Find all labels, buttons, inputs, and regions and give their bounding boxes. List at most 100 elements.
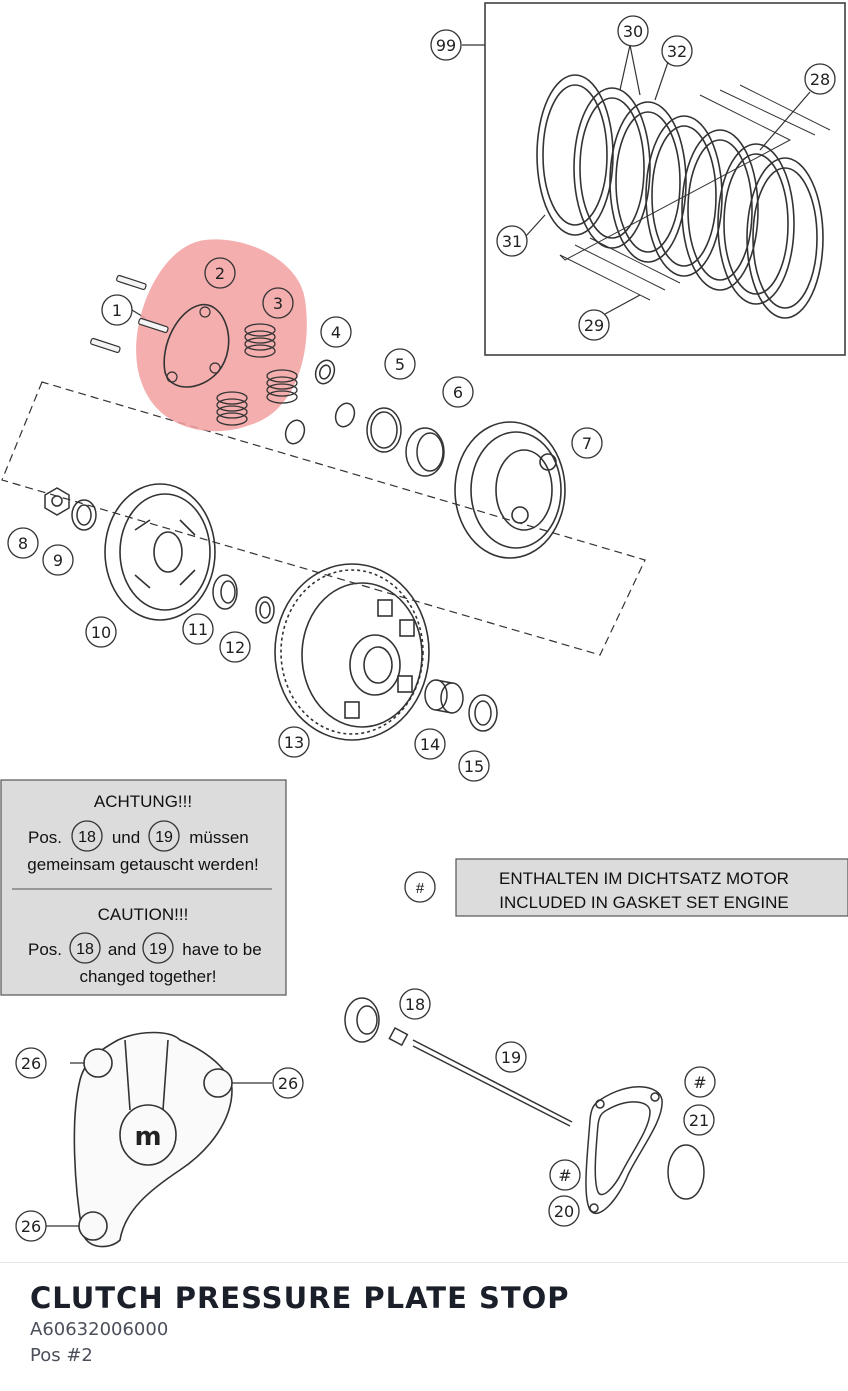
- warning-pos-de: Pos.: [28, 828, 62, 847]
- callout-circle: [548, 1195, 580, 1227]
- part-name: CLUTCH PRESSURE PLATE STOP: [30, 1281, 570, 1315]
- callout-number: 15: [464, 757, 484, 776]
- callout-circle: [684, 1066, 716, 1098]
- warning-ref-a-de: 18: [78, 829, 96, 846]
- warning-ref-b-de: 19: [155, 829, 173, 846]
- callout-circle: [7, 527, 39, 559]
- callout-circle: [495, 1041, 527, 1073]
- callout-number: 32: [667, 42, 687, 61]
- callout-number: 12: [225, 638, 245, 657]
- callout-number: 6: [453, 383, 463, 402]
- callout-number: 3: [273, 294, 283, 313]
- callout-circle: [683, 1104, 715, 1136]
- callout-circle: [414, 728, 446, 760]
- callout-circle: [442, 376, 474, 408]
- cover-logo: m: [134, 1122, 161, 1152]
- highlighted-part-region: [136, 239, 307, 432]
- callout-number: 2: [215, 264, 225, 283]
- callout-circle: [458, 750, 490, 782]
- part-position: Pos #2: [30, 1345, 93, 1366]
- callout-number: 20: [554, 1202, 574, 1221]
- callout-circle: [571, 427, 603, 459]
- callout-number: #: [693, 1073, 706, 1092]
- callout-circle: [262, 287, 294, 319]
- assembly-dashed-outline: [1, 381, 646, 656]
- exploded-parts-diagram: m 12345678910111213141518192021262626282…: [0, 2, 848, 1248]
- callout-number: 5: [395, 355, 405, 374]
- warning-conj-en: and: [108, 940, 136, 959]
- outer-clutch-basket: [274, 563, 430, 741]
- callout-number: 7: [582, 434, 592, 453]
- clutch-disc-pack-inset: [484, 2, 846, 356]
- callout-number: 1: [112, 301, 122, 320]
- part-info-footer: CLUTCH PRESSURE PLATE STOP A60632006000 …: [0, 1262, 848, 1391]
- callout-circle: [278, 726, 310, 758]
- callout-number: 19: [501, 1048, 521, 1067]
- springs-pos-3: [216, 323, 298, 426]
- leader-lines: [46, 44, 811, 1227]
- callout-circle: [804, 63, 836, 95]
- warning-text: ACHTUNG!!! Pos. 18 und 19 müssen gemeins…: [27, 792, 261, 986]
- callout-number: 99: [436, 36, 456, 55]
- callout-number: 14: [420, 735, 440, 754]
- nut-and-washer: [44, 487, 97, 531]
- callout-circle: [182, 613, 214, 645]
- callout-circle: [85, 616, 117, 648]
- warning-ref-b-en: 19: [149, 941, 167, 958]
- callout-circle: [399, 988, 431, 1020]
- bushing-and-washer: [424, 679, 498, 732]
- callout-number: 8: [18, 534, 28, 553]
- callout-number: 26: [21, 1217, 41, 1236]
- gasket-note-line1: ENTHALTEN IM DICHTSATZ MOTOR: [499, 869, 789, 888]
- callout-circle: [15, 1047, 47, 1079]
- clutch-cover: [73, 1031, 233, 1248]
- callout-number: 26: [21, 1054, 41, 1073]
- callout-number: 26: [278, 1074, 298, 1093]
- callout-number: 10: [91, 623, 111, 642]
- warning-tail-de: müssen: [189, 828, 249, 847]
- gasket-note-marker: #: [416, 880, 425, 897]
- callout-circle: [101, 294, 133, 326]
- callout-circle: [15, 1210, 47, 1242]
- warning-line2-de: gemeinsam getauscht werden!: [27, 855, 259, 874]
- callout-circle: [549, 1159, 581, 1191]
- callout-circle: [617, 15, 649, 47]
- callout-circle: [661, 35, 693, 67]
- warning-conj-de: und: [112, 828, 140, 847]
- warning-pos-en: Pos.: [28, 940, 62, 959]
- callout-circle: [578, 309, 610, 341]
- callout-number: 28: [810, 70, 830, 89]
- callout-number: 31: [502, 232, 522, 251]
- callout-number: 13: [284, 733, 304, 752]
- callout-circle: [272, 1067, 304, 1099]
- callout-circle: [320, 316, 352, 348]
- callout-circle: [384, 348, 416, 380]
- callout-number: 4: [331, 323, 341, 342]
- pressure-plate: [104, 483, 216, 621]
- warning-line2-en: changed together!: [79, 967, 216, 986]
- warning-tail-en: have to be: [182, 940, 261, 959]
- callout-circle: [430, 29, 462, 61]
- bolts-pos-1: [90, 274, 169, 354]
- callout-number: 18: [405, 995, 425, 1014]
- release-bearing-and-pushrod: [344, 997, 573, 1127]
- bearings: [212, 574, 275, 624]
- callout-number: 9: [53, 551, 63, 570]
- small-parts: [284, 359, 445, 477]
- callout-number: #: [558, 1166, 571, 1185]
- gasket-note: # ENTHALTEN IM DICHTSATZ MOTOR INCLUDED …: [404, 869, 789, 912]
- callout-circle: [496, 225, 528, 257]
- warning-ref-a-en: 18: [76, 941, 94, 958]
- gasket-and-oring: [585, 1086, 705, 1215]
- warning-box: [0, 779, 287, 996]
- pressure-plate-stop: [163, 304, 230, 388]
- gasket-note-box: [455, 858, 848, 917]
- callout-number: 29: [584, 316, 604, 335]
- warning-title-de: ACHTUNG!!!: [94, 792, 192, 811]
- warning-title-en: CAUTION!!!: [98, 905, 189, 924]
- part-number: A60632006000: [30, 1319, 169, 1340]
- callout-number: 11: [188, 620, 208, 639]
- callout-circle: [42, 544, 74, 576]
- callout-circle: [204, 257, 236, 289]
